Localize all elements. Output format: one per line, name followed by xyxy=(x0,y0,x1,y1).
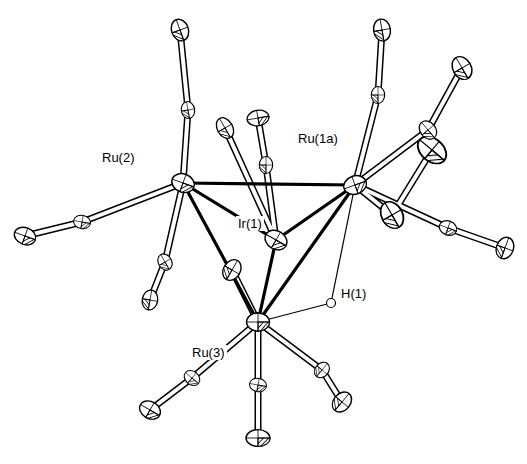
atom-label: H(1) xyxy=(339,286,368,301)
carbonyl-bonds xyxy=(25,30,505,438)
hydride-bonds xyxy=(258,185,355,322)
atom-label: Ru(2) xyxy=(100,150,137,165)
atom-label: Ru(3) xyxy=(190,345,227,360)
atom-ellipsoids xyxy=(12,17,517,447)
atom-label: Ir(1) xyxy=(236,216,264,231)
metal-bonds xyxy=(183,183,355,322)
atom-label: Ru(1a) xyxy=(296,131,340,146)
